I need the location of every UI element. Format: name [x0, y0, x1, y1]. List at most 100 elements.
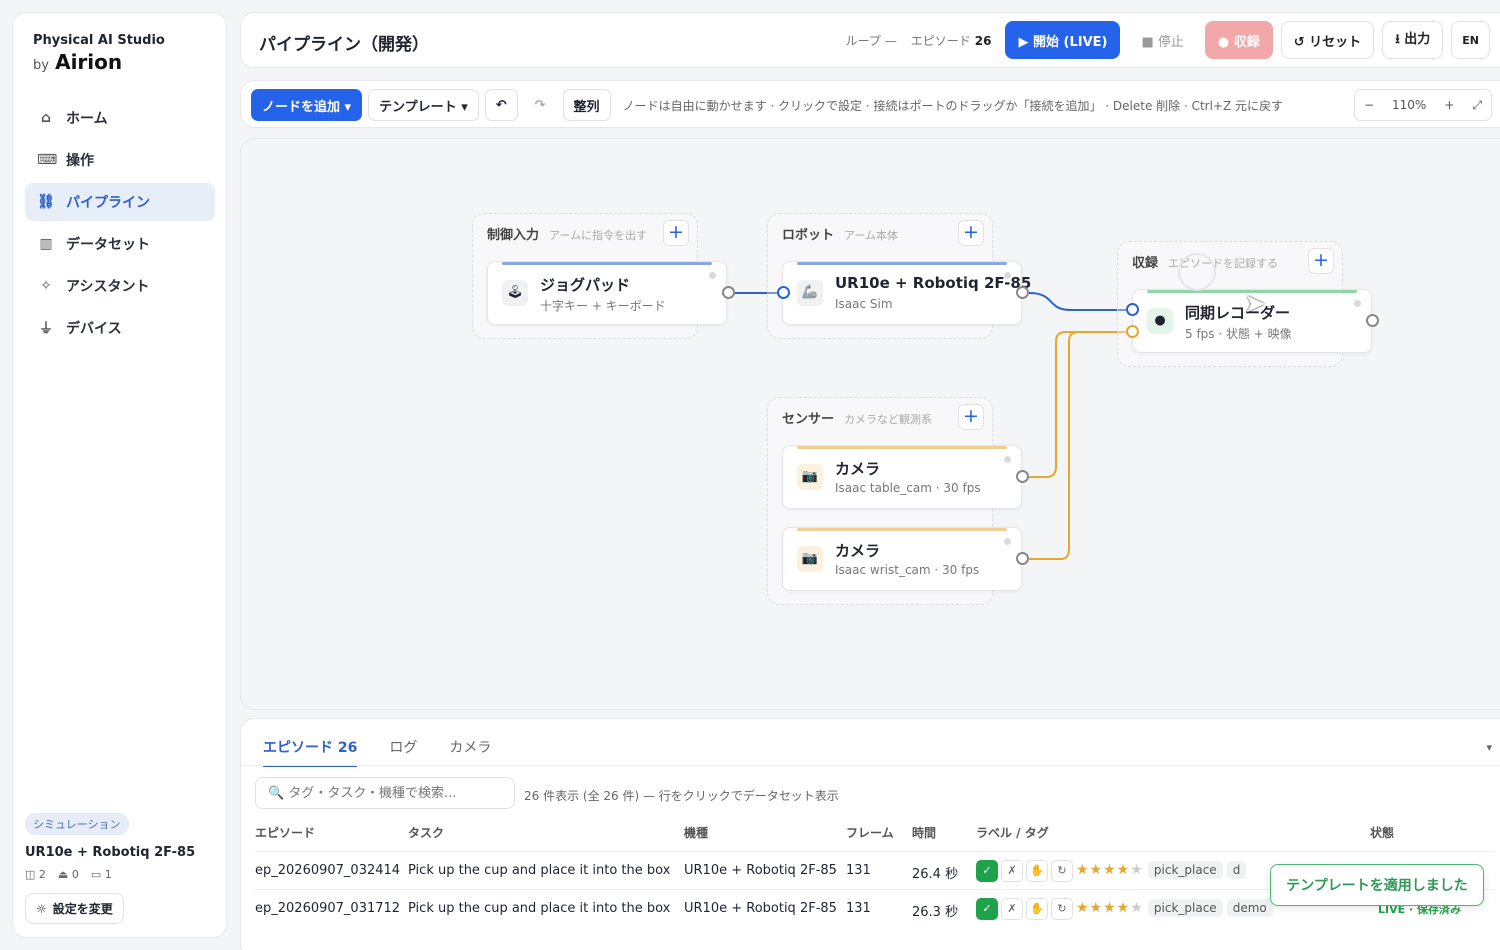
retry-icon[interactable]: ↻	[1051, 860, 1073, 882]
sim-counts: ◫ 2 ⏏ 0 ▭ 1	[25, 868, 215, 881]
table-row[interactable]: ep_20260907_032414 Pick up the cup and p…	[255, 851, 1495, 889]
export-button[interactable]: ⭳ 出力	[1382, 21, 1444, 59]
cam1-output-port[interactable]	[1016, 470, 1029, 483]
pipeline-icon: ⛓	[37, 194, 55, 210]
approve-check-icon[interactable]: ✓	[976, 898, 998, 920]
reject-x-icon[interactable]: ✗	[1001, 860, 1023, 882]
nav-item-operation[interactable]: ⌨操作	[25, 141, 215, 179]
gear-icon: ☼	[36, 901, 47, 916]
node-robot[interactable]: 🦾 UR10e + Robotiq 2F-85 Isaac Sim	[782, 261, 1031, 325]
robot-output-port[interactable]	[1016, 286, 1029, 299]
recorder-input-video-port[interactable]	[1126, 325, 1139, 338]
group-header: センサーカメラなど観測系	[782, 408, 932, 427]
node-title: カメラ	[835, 460, 881, 478]
node-status-dot	[1004, 272, 1011, 279]
recorder-input-state-port[interactable]	[1126, 303, 1139, 316]
fit-view-icon[interactable]: ⤢	[1472, 97, 1482, 112]
group-header: ロボットアーム本体	[782, 224, 898, 243]
tab-episodes[interactable]: エピソード 26	[263, 737, 358, 767]
tab-camera[interactable]: カメラ	[449, 740, 492, 756]
loading-spinner-icon	[1178, 253, 1216, 291]
col-task[interactable]: タスク	[408, 826, 445, 840]
retry-icon[interactable]: ↻	[1051, 898, 1073, 920]
node-jogpad[interactable]: 🕹 ジョグパッド 十字キー + キーボード	[487, 261, 727, 325]
recorder-output-port[interactable]	[1366, 314, 1379, 327]
tag-chip[interactable]: pick_place	[1147, 899, 1223, 917]
robot-input-port[interactable]	[777, 286, 790, 299]
jogpad-output-port[interactable]	[722, 286, 735, 299]
zoom-in-button[interactable]: +	[1444, 98, 1455, 112]
add-to-group-button[interactable]: +	[958, 404, 984, 430]
link-robot-recorder[interactable]	[1028, 292, 1126, 311]
brand-logo[interactable]: Physical AI Studio by Airion	[33, 33, 165, 74]
tag-chip[interactable]: d	[1226, 861, 1247, 879]
zoom-out-button[interactable]: −	[1363, 98, 1375, 112]
approve-check-icon[interactable]: ✓	[976, 860, 998, 882]
cam2-output-port[interactable]	[1016, 552, 1029, 565]
arrange-button[interactable]: 整列	[562, 89, 611, 121]
rating-stars[interactable]: ★★★★★	[1076, 862, 1144, 878]
hand-icon[interactable]: ✋	[1026, 860, 1048, 882]
nav-item-assistant[interactable]: ✧アシスタント	[25, 267, 215, 305]
nav-item-dataset[interactable]: ▥データセット	[25, 225, 215, 263]
start-live-button[interactable]: ▶ 開始 (LIVE)	[1005, 21, 1121, 59]
collapse-panel-icon[interactable]: ▾	[1486, 741, 1492, 754]
tab-logs[interactable]: ログ	[389, 740, 418, 756]
col-labels[interactable]: ラベル / タグ	[976, 826, 1049, 840]
connection-layer	[735, 292, 1126, 560]
nav-item-home[interactable]: ⌂ホーム	[25, 99, 215, 137]
node-title: カメラ	[835, 542, 881, 560]
col-status[interactable]: 状態	[1370, 826, 1395, 840]
record-dot-icon: ●	[1147, 308, 1173, 334]
cell-episode: ep_20260907_032414	[255, 863, 401, 878]
sim-badge: シミュレーション	[25, 813, 129, 835]
link-cam2-recorder[interactable]	[1029, 331, 1080, 560]
col-frames[interactable]: フレーム	[846, 826, 894, 840]
node-camera-table[interactable]: 📷 カメラ Isaac table_cam · 30 fps	[782, 445, 1022, 509]
node-accent-bar	[797, 262, 1007, 265]
sidebar: Physical AI Studio by Airion ⌂ホーム ⌨操作 ⛓ パ…	[12, 12, 227, 938]
template-button[interactable]: テンプレート ▾	[368, 89, 479, 121]
camera-count-value: 1	[104, 868, 112, 881]
undo-button[interactable]: ↶	[484, 89, 518, 121]
redo-button[interactable]: ↷	[523, 89, 557, 121]
language-toggle[interactable]: EN	[1451, 21, 1490, 59]
cell-frames: 131	[846, 863, 871, 878]
node-status-dot	[1354, 300, 1361, 307]
nav-item-pipeline[interactable]: ⛓ パイプライン	[25, 183, 215, 221]
tag-chip[interactable]: demo	[1226, 899, 1273, 917]
stop-button[interactable]: ■ 停止	[1128, 21, 1197, 59]
col-episode[interactable]: エピソード	[255, 826, 316, 840]
pipeline-canvas[interactable]: 制御入力アームに指令を出す + ロボットアーム本体 + 収録エピソードを記録する…	[240, 138, 1500, 710]
hand-icon[interactable]: ✋	[1026, 898, 1048, 920]
record-button[interactable]: ● 収録	[1204, 21, 1273, 59]
add-to-group-button[interactable]: +	[1308, 248, 1334, 274]
col-time[interactable]: 時間	[912, 826, 937, 840]
node-sync-recorder[interactable]: ● 同期レコーダー 5 fps · 状態 + 映像	[1132, 289, 1372, 353]
mouse-cursor-icon: ➤	[1244, 289, 1266, 319]
link-cam1-recorder[interactable]	[1029, 331, 1126, 478]
change-settings-button[interactable]: ☼設定を変更	[25, 893, 124, 924]
add-to-group-button[interactable]: +	[958, 220, 984, 246]
arm-count: ⏏ 0	[58, 868, 79, 881]
main-nav: ⌂ホーム ⌨操作 ⛓ パイプライン ▥データセット ✧アシスタント ⏚デバイス	[25, 99, 215, 351]
cell-status: LIVE · 保存済み	[1378, 903, 1461, 916]
table-row[interactable]: ep_20260907_031712 Pick up the cup and p…	[255, 889, 1495, 927]
result-summary: 26 件表示 (全 26 件) — 行をクリックでデータセット表示	[524, 789, 839, 803]
col-model[interactable]: 機種	[684, 826, 709, 840]
nav-label: パイプライン	[66, 195, 150, 211]
node-camera-wrist[interactable]: 📷 カメラ Isaac wrist_cam · 30 fps	[782, 527, 1022, 591]
sparkle-icon: ✧	[40, 278, 52, 294]
rating-stars[interactable]: ★★★★★	[1076, 900, 1144, 916]
reject-x-icon[interactable]: ✗	[1001, 898, 1023, 920]
add-node-button[interactable]: ノードを追加 ▾	[251, 89, 363, 121]
node-subtitle: 十字キー + キーボード	[540, 299, 666, 313]
episode-search-input[interactable]	[255, 777, 515, 809]
nav-item-device[interactable]: ⏚デバイス	[25, 309, 215, 347]
reset-button[interactable]: ↺ リセット	[1280, 21, 1375, 59]
add-to-group-button[interactable]: +	[663, 220, 689, 246]
tag-chip[interactable]: pick_place	[1147, 861, 1223, 879]
node-accent-bar	[1147, 290, 1357, 293]
